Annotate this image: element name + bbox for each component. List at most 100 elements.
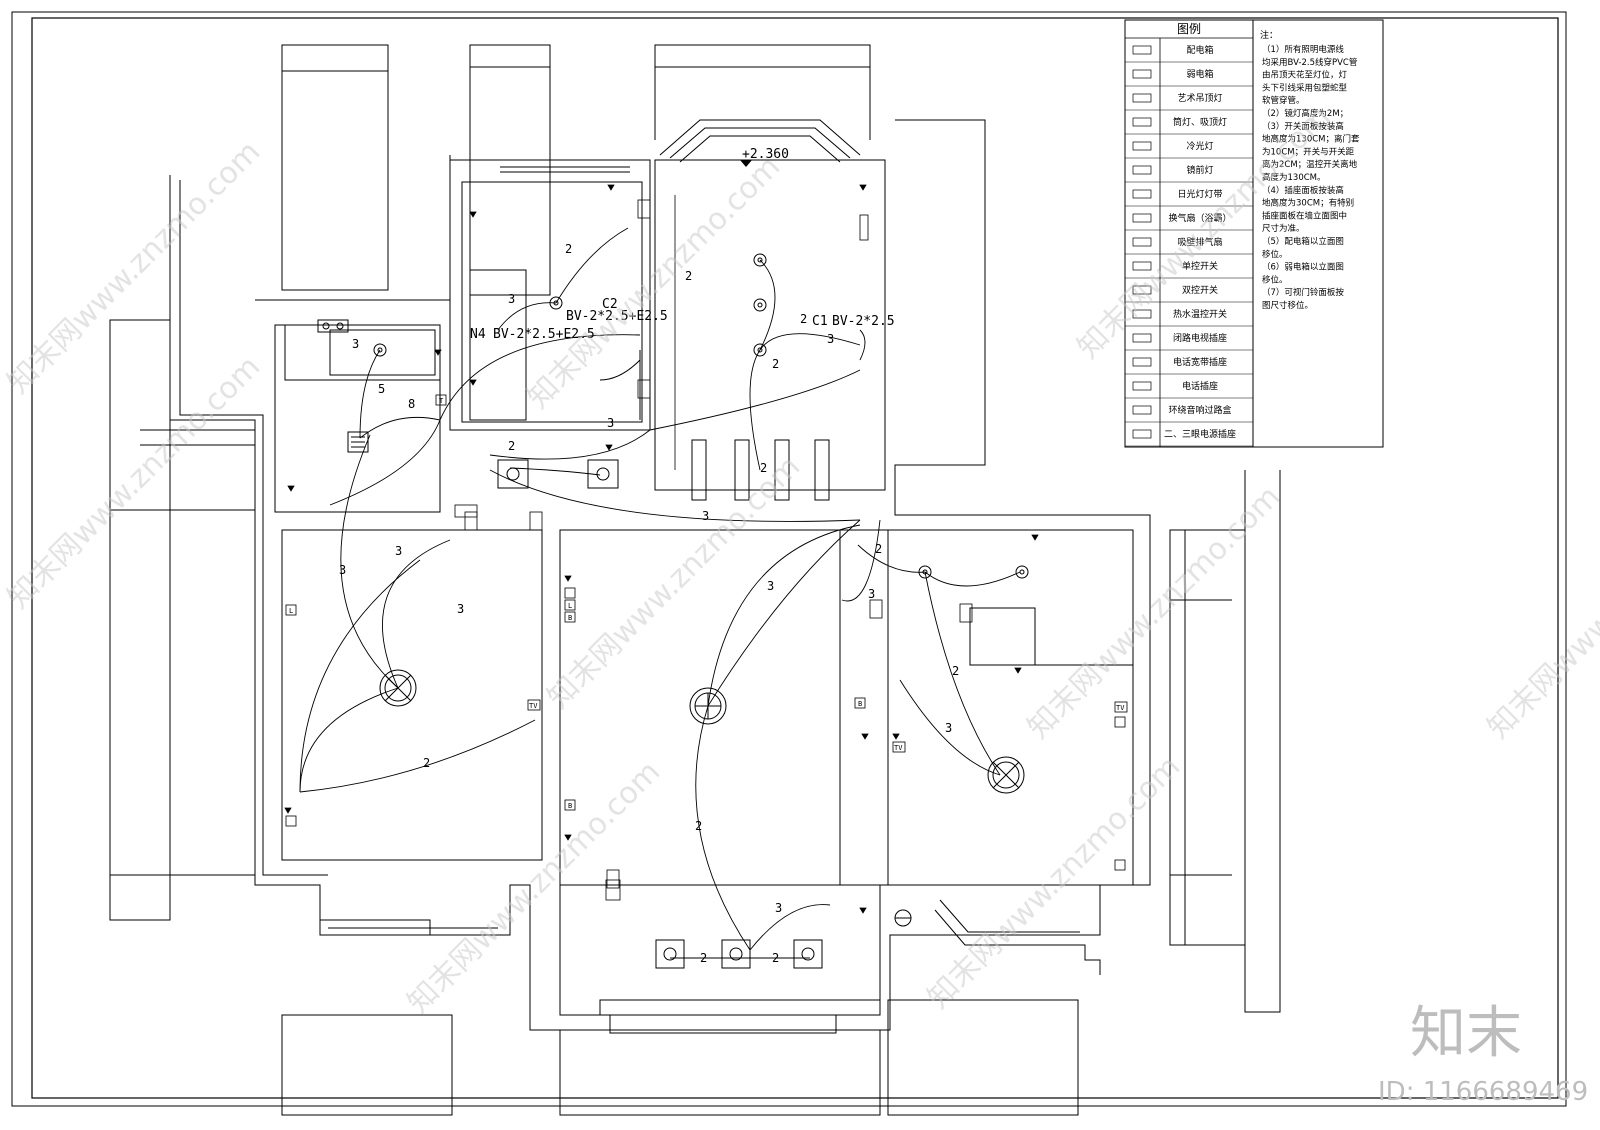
phone-letter: L: [289, 607, 293, 615]
watermark-text: 知末网www.znzmo.com: [401, 754, 667, 1020]
phone-socket-icon: [1114, 716, 1126, 728]
wire-count: 2: [700, 951, 707, 965]
legend-item-label: 环绕音响过路盒: [1168, 404, 1231, 416]
exhaust-fan-icon: [1132, 213, 1152, 223]
broadband-socket-icon: [564, 599, 576, 611]
legend-item-label: 电话宽带插座: [1173, 356, 1227, 368]
watermark-text: 知末网www.znzmo.com: [1, 349, 267, 615]
note-line: 地高度为30CM；有特别: [1262, 198, 1354, 209]
note-line: （4）插座面板按装高: [1262, 185, 1344, 196]
legend-item-label: 单控开关: [1182, 260, 1218, 272]
downlight-icon: [497, 459, 529, 489]
downlight-icon: [918, 565, 932, 579]
downlight-icon: [1132, 117, 1152, 127]
power-socket-icon: [564, 834, 572, 841]
wire-count: 2: [772, 357, 779, 371]
water-heater-switch-icon: [435, 394, 447, 406]
downlight-icon: [753, 343, 767, 357]
downlight-icon: [549, 296, 563, 310]
mirror-light-icon: [859, 214, 869, 241]
distribution-box-icon: [1132, 45, 1152, 55]
phone-letter: L: [568, 602, 572, 610]
sheet-frame: [11, 11, 1567, 1107]
circuit-c1-spec: BV-2*2.5: [832, 314, 895, 329]
cold-light-icon: [1132, 141, 1152, 151]
circuit-n4-label: N4: [470, 327, 486, 342]
watermark-text: 知末网www.znzmo.com: [521, 149, 787, 415]
tv-socket-icon: [1132, 333, 1152, 343]
broadband-socket-icon: [1132, 357, 1152, 367]
broadband-socket-icon: [1114, 859, 1126, 871]
wire-count: 3: [868, 587, 875, 601]
note-line: 均采用BV-2.5线穿PVC管: [1262, 57, 1357, 68]
fluorescent-strip-icon: [1132, 189, 1152, 199]
notes-heading: 注：: [1260, 29, 1278, 41]
wire-count: 2: [875, 542, 882, 556]
watermark-text: 知末网www.znzmo.com: [1021, 479, 1287, 745]
wire-count: 3: [702, 509, 709, 523]
elevation-label: +2.360: [742, 147, 789, 162]
downlight-icon: [894, 909, 912, 927]
double-switch-icon: [1132, 285, 1152, 295]
power-socket-icon: [469, 379, 477, 386]
wire-count: 2: [565, 242, 572, 256]
note-line: 尺寸为准。: [1262, 223, 1305, 234]
wall-fan-icon: [1132, 237, 1152, 247]
single-switch-icon: [1132, 261, 1152, 271]
wire-count: 2: [695, 819, 702, 833]
audio-box-icon: [854, 697, 866, 709]
downlight-icon: [793, 939, 823, 969]
note-line: 移位。: [1262, 274, 1288, 285]
tv-socket-icon: [527, 699, 541, 711]
wire-count: 5: [378, 382, 385, 396]
legend-title: 图例: [1177, 22, 1201, 36]
lighting-fixtures: [317, 253, 1029, 969]
wire-count: 3: [395, 544, 402, 558]
watermark-text: 知末网www.znzmo.com: [921, 749, 1187, 1015]
power-socket-icon: [1031, 534, 1039, 541]
power-socket-icon: [607, 184, 615, 191]
art-chandelier-icon: [379, 669, 417, 707]
power-socket-icon: [434, 349, 442, 356]
watermark-text: 知末网www.znzmo.com: [1481, 479, 1600, 745]
image-id-label: ID: 1166689469: [1378, 1077, 1588, 1107]
downlight-icon: [721, 939, 751, 969]
audio-box-icon: [564, 611, 576, 623]
wire-count: 2: [760, 461, 767, 475]
note-line: （3）开关面板按装高: [1262, 121, 1344, 132]
note-line: 为10CM；开关与开关距: [1262, 146, 1355, 157]
power-socket-icon: [859, 184, 867, 191]
audio-box-icon: [1132, 405, 1152, 415]
note-line: 高度为130CM。: [1262, 172, 1326, 183]
circuit-c2-label: C2: [602, 297, 618, 312]
double-switch-icon: [869, 599, 883, 619]
distribution-box-icon: [454, 504, 478, 518]
temp-letter: T: [439, 397, 444, 405]
note-line: 图尺寸移位。: [1262, 300, 1313, 311]
power-socket-icon: [287, 485, 295, 492]
double-switch-icon: [637, 199, 651, 219]
legend-item-label: 配电箱: [1186, 44, 1213, 56]
wire-count: 3: [775, 901, 782, 915]
exhaust-fan-icon: [347, 431, 369, 453]
tv-letter: TV: [1116, 704, 1125, 712]
legend-item-label: 镜前灯: [1186, 164, 1213, 176]
tv-letter: TV: [529, 702, 538, 710]
double-switch-icon: [529, 511, 543, 531]
device-letters: TV TV TV L L B B B T: [289, 397, 1125, 810]
legend-item-label: 热水温控开关: [1173, 308, 1227, 320]
wire-count: 3: [457, 602, 464, 616]
wire-count: 2: [800, 312, 807, 326]
note-line: 头下引线采用包塑蛇型: [1262, 82, 1348, 93]
phone-socket-icon: [564, 587, 576, 599]
weak-current-box-icon: [1132, 69, 1152, 79]
wire-count: 2: [423, 756, 430, 770]
legend-item-label: 冷光灯: [1186, 140, 1213, 152]
legend-item-label: 艺术吊顶灯: [1177, 92, 1222, 104]
mirror-light-icon: [1132, 165, 1152, 175]
weak-current-box-icon: [605, 879, 621, 901]
net-letter: B: [568, 614, 572, 622]
circuit-n4-spec: BV-2*2.5+E2.5: [493, 327, 595, 342]
net-letter: B: [568, 802, 572, 810]
